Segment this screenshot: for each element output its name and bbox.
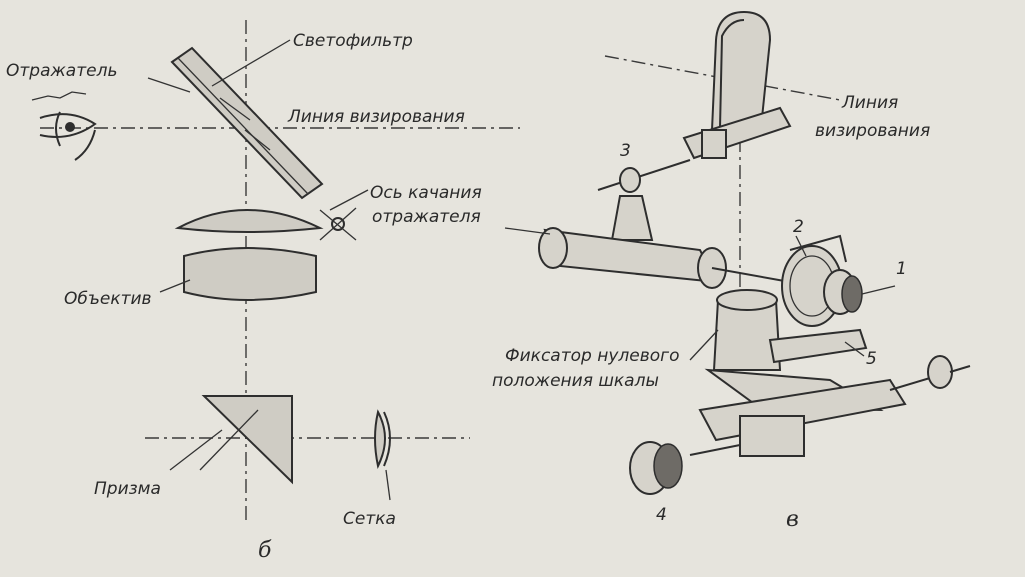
central-column	[712, 289, 868, 371]
upper-rail	[538, 227, 791, 289]
knob-4	[629, 441, 683, 495]
knob-1	[823, 269, 863, 315]
label-filter: Светофильтр	[293, 31, 413, 51]
label-reflector: Отражатель	[6, 61, 117, 81]
reflector-plate	[170, 46, 324, 200]
eye-icon	[31, 91, 97, 161]
number-2-leader	[795, 235, 807, 257]
label-swing-axis-2: отражателя	[372, 207, 481, 227]
swing-axis-leader	[329, 189, 369, 211]
filter-leader	[211, 39, 291, 87]
number-2: 2	[793, 217, 804, 237]
label-fixator-1: Фиксатор нулевого	[505, 346, 679, 366]
reticle-leader	[385, 469, 391, 501]
label-swing-axis-1: Ось качания	[370, 183, 482, 203]
swing-axis-marker	[319, 207, 357, 241]
label-reticle: Сетка	[343, 509, 396, 529]
prism	[199, 395, 293, 485]
number-3: 3	[620, 141, 631, 161]
number-5-leader	[844, 341, 865, 357]
label-sight-line-right-2: визирования	[815, 121, 930, 141]
number-5: 5	[866, 349, 877, 369]
objective-lens	[174, 209, 324, 301]
reflector-leader	[147, 77, 191, 93]
label-objective: Объектив	[64, 289, 152, 309]
objective-leader	[159, 279, 191, 293]
fixator-leader	[689, 329, 719, 361]
left-diagram: Светофильтр Отражатель Линия визирования…	[6, 20, 520, 563]
caption-b: б	[258, 538, 272, 563]
number-1: 1	[896, 259, 907, 279]
caption-v: в	[786, 507, 799, 532]
reflector-housing	[682, 10, 792, 160]
label-sight-line-right-1: Линия	[841, 93, 898, 113]
prism-leader	[169, 429, 223, 471]
label-sight-line: Линия визирования	[287, 107, 465, 127]
label-prism: Призма	[94, 479, 161, 499]
lower-rail	[689, 377, 931, 457]
right-diagram: Линия визирования Фиксатор нулевого поло…	[492, 10, 971, 532]
label-fixator-2: положения шкалы	[492, 371, 659, 391]
reticle	[374, 409, 391, 469]
swing-axis-right-leader	[504, 227, 551, 235]
number-4: 4	[656, 505, 667, 525]
end-knob	[927, 355, 971, 389]
number-1-leader	[861, 285, 896, 295]
shaft-3	[597, 159, 691, 241]
